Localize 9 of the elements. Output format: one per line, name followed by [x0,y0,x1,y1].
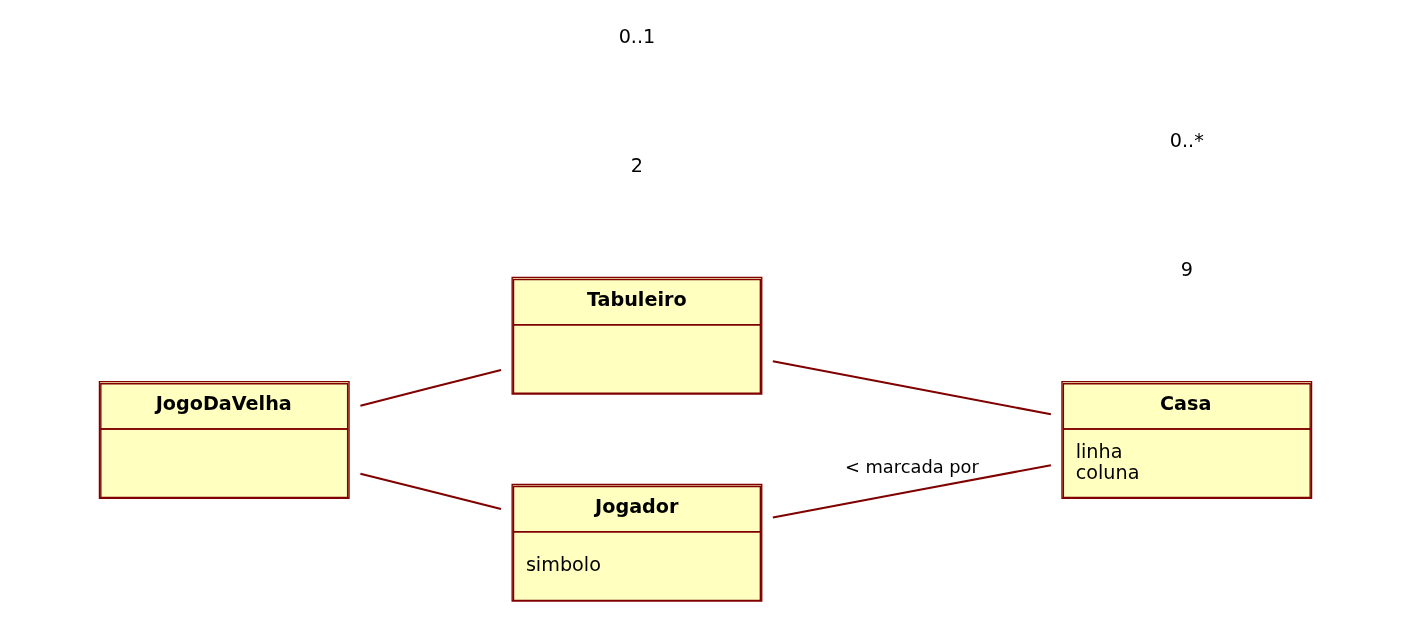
connector [359,368,501,407]
label: 0..* [1169,129,1204,153]
label: 9 [1180,258,1193,282]
connector [359,472,501,510]
label: 0..1 [618,25,655,49]
edge-label: < marcada por [844,456,979,478]
connector [772,360,1051,416]
label: 2 [630,154,643,178]
connector [772,464,1051,519]
